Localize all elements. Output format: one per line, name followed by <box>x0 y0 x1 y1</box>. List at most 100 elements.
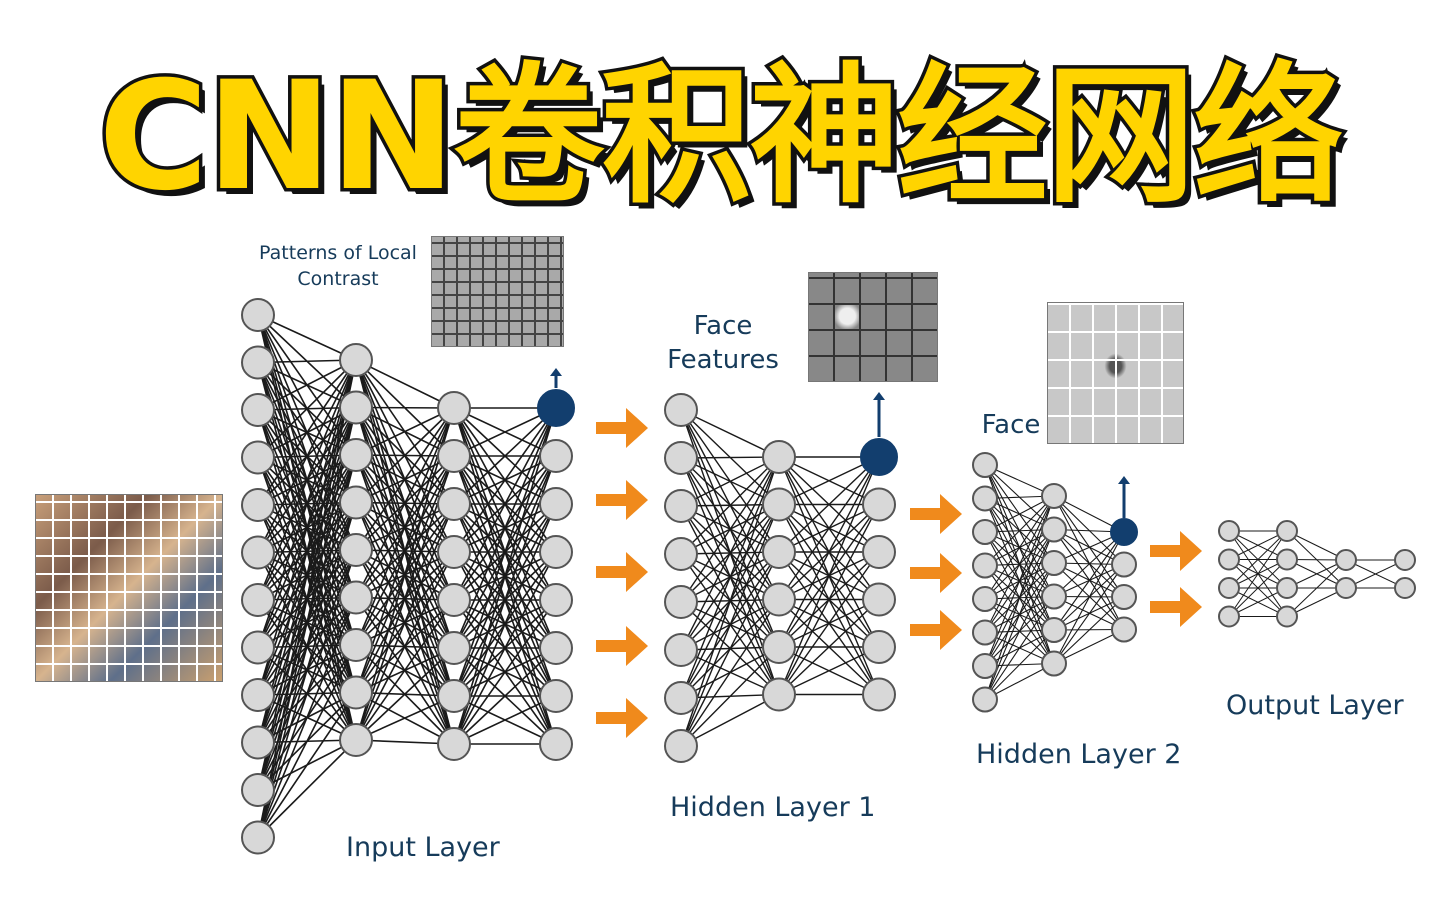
connection-line <box>257 644 357 838</box>
input-layer-node <box>339 628 373 662</box>
connection-line <box>1053 564 1125 664</box>
connection-line <box>778 456 880 648</box>
input-layer-node <box>339 723 373 757</box>
connection-line <box>680 599 780 747</box>
hidden-2-node <box>972 552 998 579</box>
faces-grid <box>1047 302 1184 444</box>
output-layer-node <box>1276 577 1298 599</box>
connection-line <box>257 359 357 553</box>
connection-line <box>453 551 557 745</box>
connection-line <box>453 407 557 505</box>
connection-line <box>453 407 557 745</box>
hidden-2-node <box>1041 483 1067 509</box>
hidden-1-node <box>862 535 896 569</box>
flow-arrow <box>596 552 648 592</box>
hidden-1-node <box>862 582 896 617</box>
output-layer-node <box>1218 577 1240 599</box>
input-layer-node <box>437 679 471 713</box>
flow-arrow <box>1150 531 1202 571</box>
hidden-2-node <box>972 452 998 478</box>
face-label: Face <box>981 410 1041 440</box>
connection-line <box>355 407 455 456</box>
input-layer-label: Input Layer <box>346 832 500 863</box>
hidden-1-node <box>762 535 796 569</box>
connection-line <box>680 646 780 747</box>
hidden-2-node <box>1111 584 1137 610</box>
flow-arrow <box>910 553 962 593</box>
flow-arrow <box>596 626 648 666</box>
input-layer-node <box>339 533 373 567</box>
output-layer-node <box>1394 577 1416 599</box>
hidden-2-node <box>1041 583 1067 610</box>
output-layer-node <box>1218 520 1240 542</box>
flow-arrow <box>910 610 962 650</box>
output-layer-node <box>1218 548 1240 571</box>
hidden-1-node <box>664 729 698 763</box>
input-layer-node <box>241 298 275 332</box>
input-layer-node <box>437 727 471 761</box>
input-layer-node <box>539 535 573 569</box>
flow-arrows <box>596 408 1202 738</box>
input-layer-node <box>437 535 471 569</box>
connection-line <box>257 359 357 601</box>
hidden-1-node <box>664 537 698 571</box>
connection-line <box>453 407 557 649</box>
flow-arrow <box>1150 587 1202 627</box>
connection-line <box>355 599 455 741</box>
face-features-label: Face Features <box>667 311 779 375</box>
input-layer-node <box>339 580 373 615</box>
connection-line <box>355 407 455 646</box>
input-layer-node <box>241 488 275 522</box>
output-up-arrows <box>550 368 1130 518</box>
connection-line <box>1228 530 1288 617</box>
connection-line <box>680 456 780 555</box>
hidden-2-node <box>972 653 998 679</box>
input-layer-node <box>539 679 573 713</box>
connection-line <box>1228 530 1288 589</box>
connection-line <box>778 456 880 695</box>
connection-line <box>257 359 357 743</box>
connection-line <box>778 456 880 553</box>
connection-line <box>257 314 357 361</box>
input-layer-node <box>437 631 471 665</box>
hidden-1-node <box>664 633 698 667</box>
input-layer-node <box>539 439 573 473</box>
hidden-2-output-node <box>1110 518 1138 546</box>
connection-line <box>1053 531 1125 631</box>
input-layer-node <box>241 725 275 760</box>
input-layer-node <box>539 727 573 761</box>
connection-line <box>355 407 455 741</box>
hidden-2-node <box>1041 617 1067 643</box>
connection-line <box>257 407 357 838</box>
input-layer-node <box>241 583 275 617</box>
input-layer-node <box>241 393 275 427</box>
connection-line <box>778 551 880 695</box>
connection-line <box>1286 559 1347 617</box>
input-layer-node <box>241 535 275 570</box>
neuron-nodes <box>241 298 1416 855</box>
hidden-2-node <box>1111 616 1137 643</box>
connection-line <box>453 407 557 601</box>
connection-line <box>984 495 1055 600</box>
hidden-1-node <box>664 393 698 427</box>
hidden-2-node <box>972 519 998 545</box>
connection-line <box>355 695 455 741</box>
input-layer-node <box>539 487 573 521</box>
connection-line <box>355 551 455 741</box>
connection-line <box>680 504 780 747</box>
connection-line <box>680 456 780 507</box>
hidden-1-node <box>762 440 796 474</box>
flow-arrow <box>596 698 648 738</box>
connection-line <box>778 504 880 695</box>
connection-line <box>778 598 880 696</box>
connection-line <box>355 647 455 741</box>
hidden-1-node <box>862 677 896 712</box>
connection-line <box>984 495 1055 633</box>
connection-line <box>1053 531 1125 664</box>
connection-line <box>257 359 357 459</box>
hidden-2-node <box>1041 550 1067 576</box>
input-layer-node <box>437 391 471 425</box>
hidden-2-node <box>972 686 998 713</box>
output-layer-label: Output Layer <box>1226 690 1404 721</box>
